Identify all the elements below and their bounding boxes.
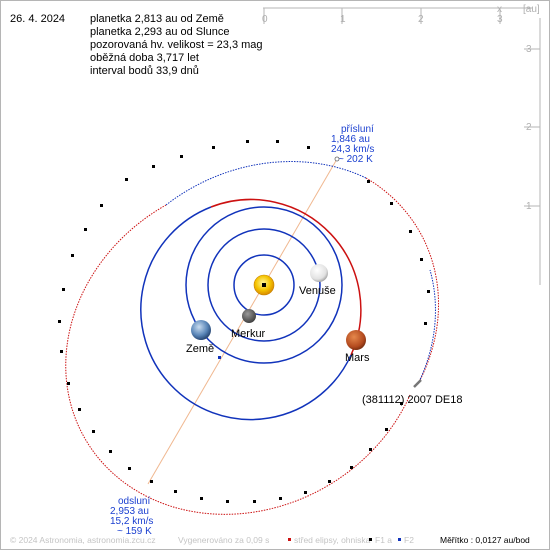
x-tick-label: 3 — [497, 14, 503, 25]
asteroid-orbit-red — [65, 177, 440, 515]
earth-orbit — [185, 206, 343, 364]
mercury-orbit — [233, 254, 295, 316]
perihelion-marker — [334, 156, 340, 162]
mars-orbit-red — [210, 198, 362, 356]
aphelion-title: odsluní — [118, 496, 150, 507]
venus-planet — [310, 264, 328, 282]
mercury-label: Merkur — [231, 328, 266, 340]
earth-label: Země — [186, 343, 214, 355]
footer-legend-f2: F2 — [404, 535, 414, 545]
mercury-planet — [242, 309, 256, 323]
info-line: planetka 2,813 au od Země — [90, 13, 224, 25]
mars-orbit-blue — [140, 206, 352, 421]
legend-center-swatch — [288, 538, 291, 541]
y-tick-label: 3 — [526, 44, 532, 55]
apsidal-line — [147, 158, 338, 485]
asteroid-label: (381112) 2007 DE18 — [362, 394, 463, 406]
sun-focus-marker — [262, 283, 266, 287]
axis-unit: [au] — [523, 4, 540, 15]
footer-copyright: © 2024 Astronomia, astronomia.zcu.cz — [10, 535, 156, 545]
aphelion-speed: 15,2 km/s — [110, 516, 153, 527]
footer-legend-f1: F1 a — [375, 535, 392, 545]
asteroid-orbit-blue — [165, 161, 367, 206]
info-line: pozorovaná hv. velikost = 23,3 mag — [90, 39, 263, 51]
y-tick-label: 1 — [526, 201, 532, 212]
x-axis-name: x — [497, 4, 502, 15]
perihelion-speed: 24,3 km/s — [331, 144, 374, 155]
footer-legend-center: střed elipsy, ohniska — [294, 535, 371, 545]
legend-f1-swatch — [369, 538, 372, 541]
info-line: planetka 2,293 au od Slunce — [90, 26, 229, 38]
mars-label: Mars — [345, 352, 370, 364]
perihelion-temperature: ~ 202 K — [338, 154, 373, 165]
earth-planet — [191, 320, 211, 340]
orbit-points — [58, 140, 430, 503]
footer-scale: Měřítko : 0,0127 au/bod — [440, 535, 530, 545]
x-tick-label: 2 — [418, 14, 424, 25]
date-label: 26. 4. 2024 — [10, 13, 65, 25]
footer-generated: Vygenerováno za 0,09 s — [178, 535, 269, 545]
perihelion-title: přísluní — [341, 124, 374, 135]
perihelion-distance: 1,846 au — [331, 134, 370, 145]
asteroid-icon — [413, 379, 422, 388]
x-tick-label: 1 — [340, 14, 346, 25]
y-tick-label: 2 — [526, 122, 532, 133]
info-line: oběžná doba 3,717 let — [90, 52, 199, 64]
x-tick-label: 0 — [262, 14, 268, 25]
info-line: interval bodů 33,9 dnů — [90, 65, 199, 77]
venus-label: Venuše — [299, 285, 336, 297]
asteroid-orbit-blue-inner — [417, 269, 436, 385]
mars-planet — [346, 330, 366, 350]
legend-f2-swatch — [398, 538, 401, 541]
aphelion-distance: 2,953 au — [110, 506, 149, 517]
venus-orbit — [207, 228, 321, 342]
ellipse-center-marker — [218, 356, 221, 359]
aphelion-temperature: ~ 159 K — [117, 526, 152, 537]
